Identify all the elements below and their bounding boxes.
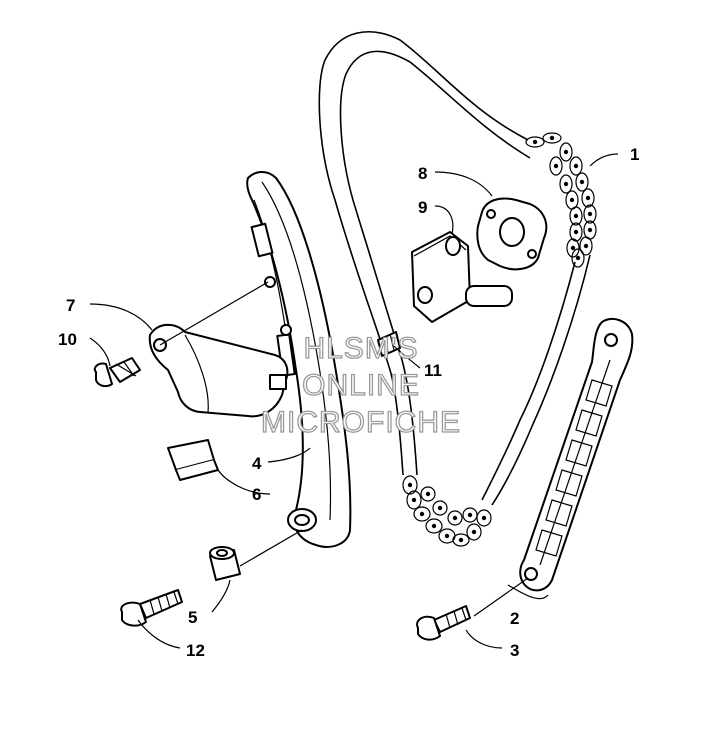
watermark-line-3: MICROFICHE (261, 406, 461, 439)
tensioner (411, 231, 513, 323)
cam-chain (318, 31, 597, 547)
callout-2: 2 (510, 609, 519, 628)
callout-7: 7 (66, 296, 75, 315)
callout-8: 8 (418, 164, 427, 183)
callout-12: 12 (186, 641, 205, 660)
bolt-12 (120, 589, 183, 627)
callouts: 1 2 3 4 5 6 7 8 9 10 11 12 (58, 145, 639, 660)
watermark: HLSM'S ONLINE MICROFICHE (260, 331, 461, 439)
callout-10: 10 (58, 330, 77, 349)
bolt-10 (93, 357, 141, 388)
callout-5: 5 (188, 608, 197, 627)
watermark-line-1: HLSM'S (303, 332, 418, 365)
leader-lines (89, 153, 619, 649)
callout-4: 4 (252, 454, 262, 473)
chain-guide (519, 317, 634, 592)
callout-11: 11 (424, 361, 442, 380)
callout-1: 1 (630, 145, 639, 164)
collar (209, 546, 241, 581)
callout-9: 9 (418, 198, 427, 217)
tensioner-guide (246, 171, 352, 548)
guide-clip (167, 439, 219, 481)
bolt-3 (416, 605, 471, 641)
watermark-line-2: ONLINE (302, 369, 420, 402)
gasket (476, 197, 548, 271)
bolt-11 (377, 331, 401, 357)
callout-6: 6 (252, 485, 261, 504)
callout-3: 3 (510, 641, 519, 660)
